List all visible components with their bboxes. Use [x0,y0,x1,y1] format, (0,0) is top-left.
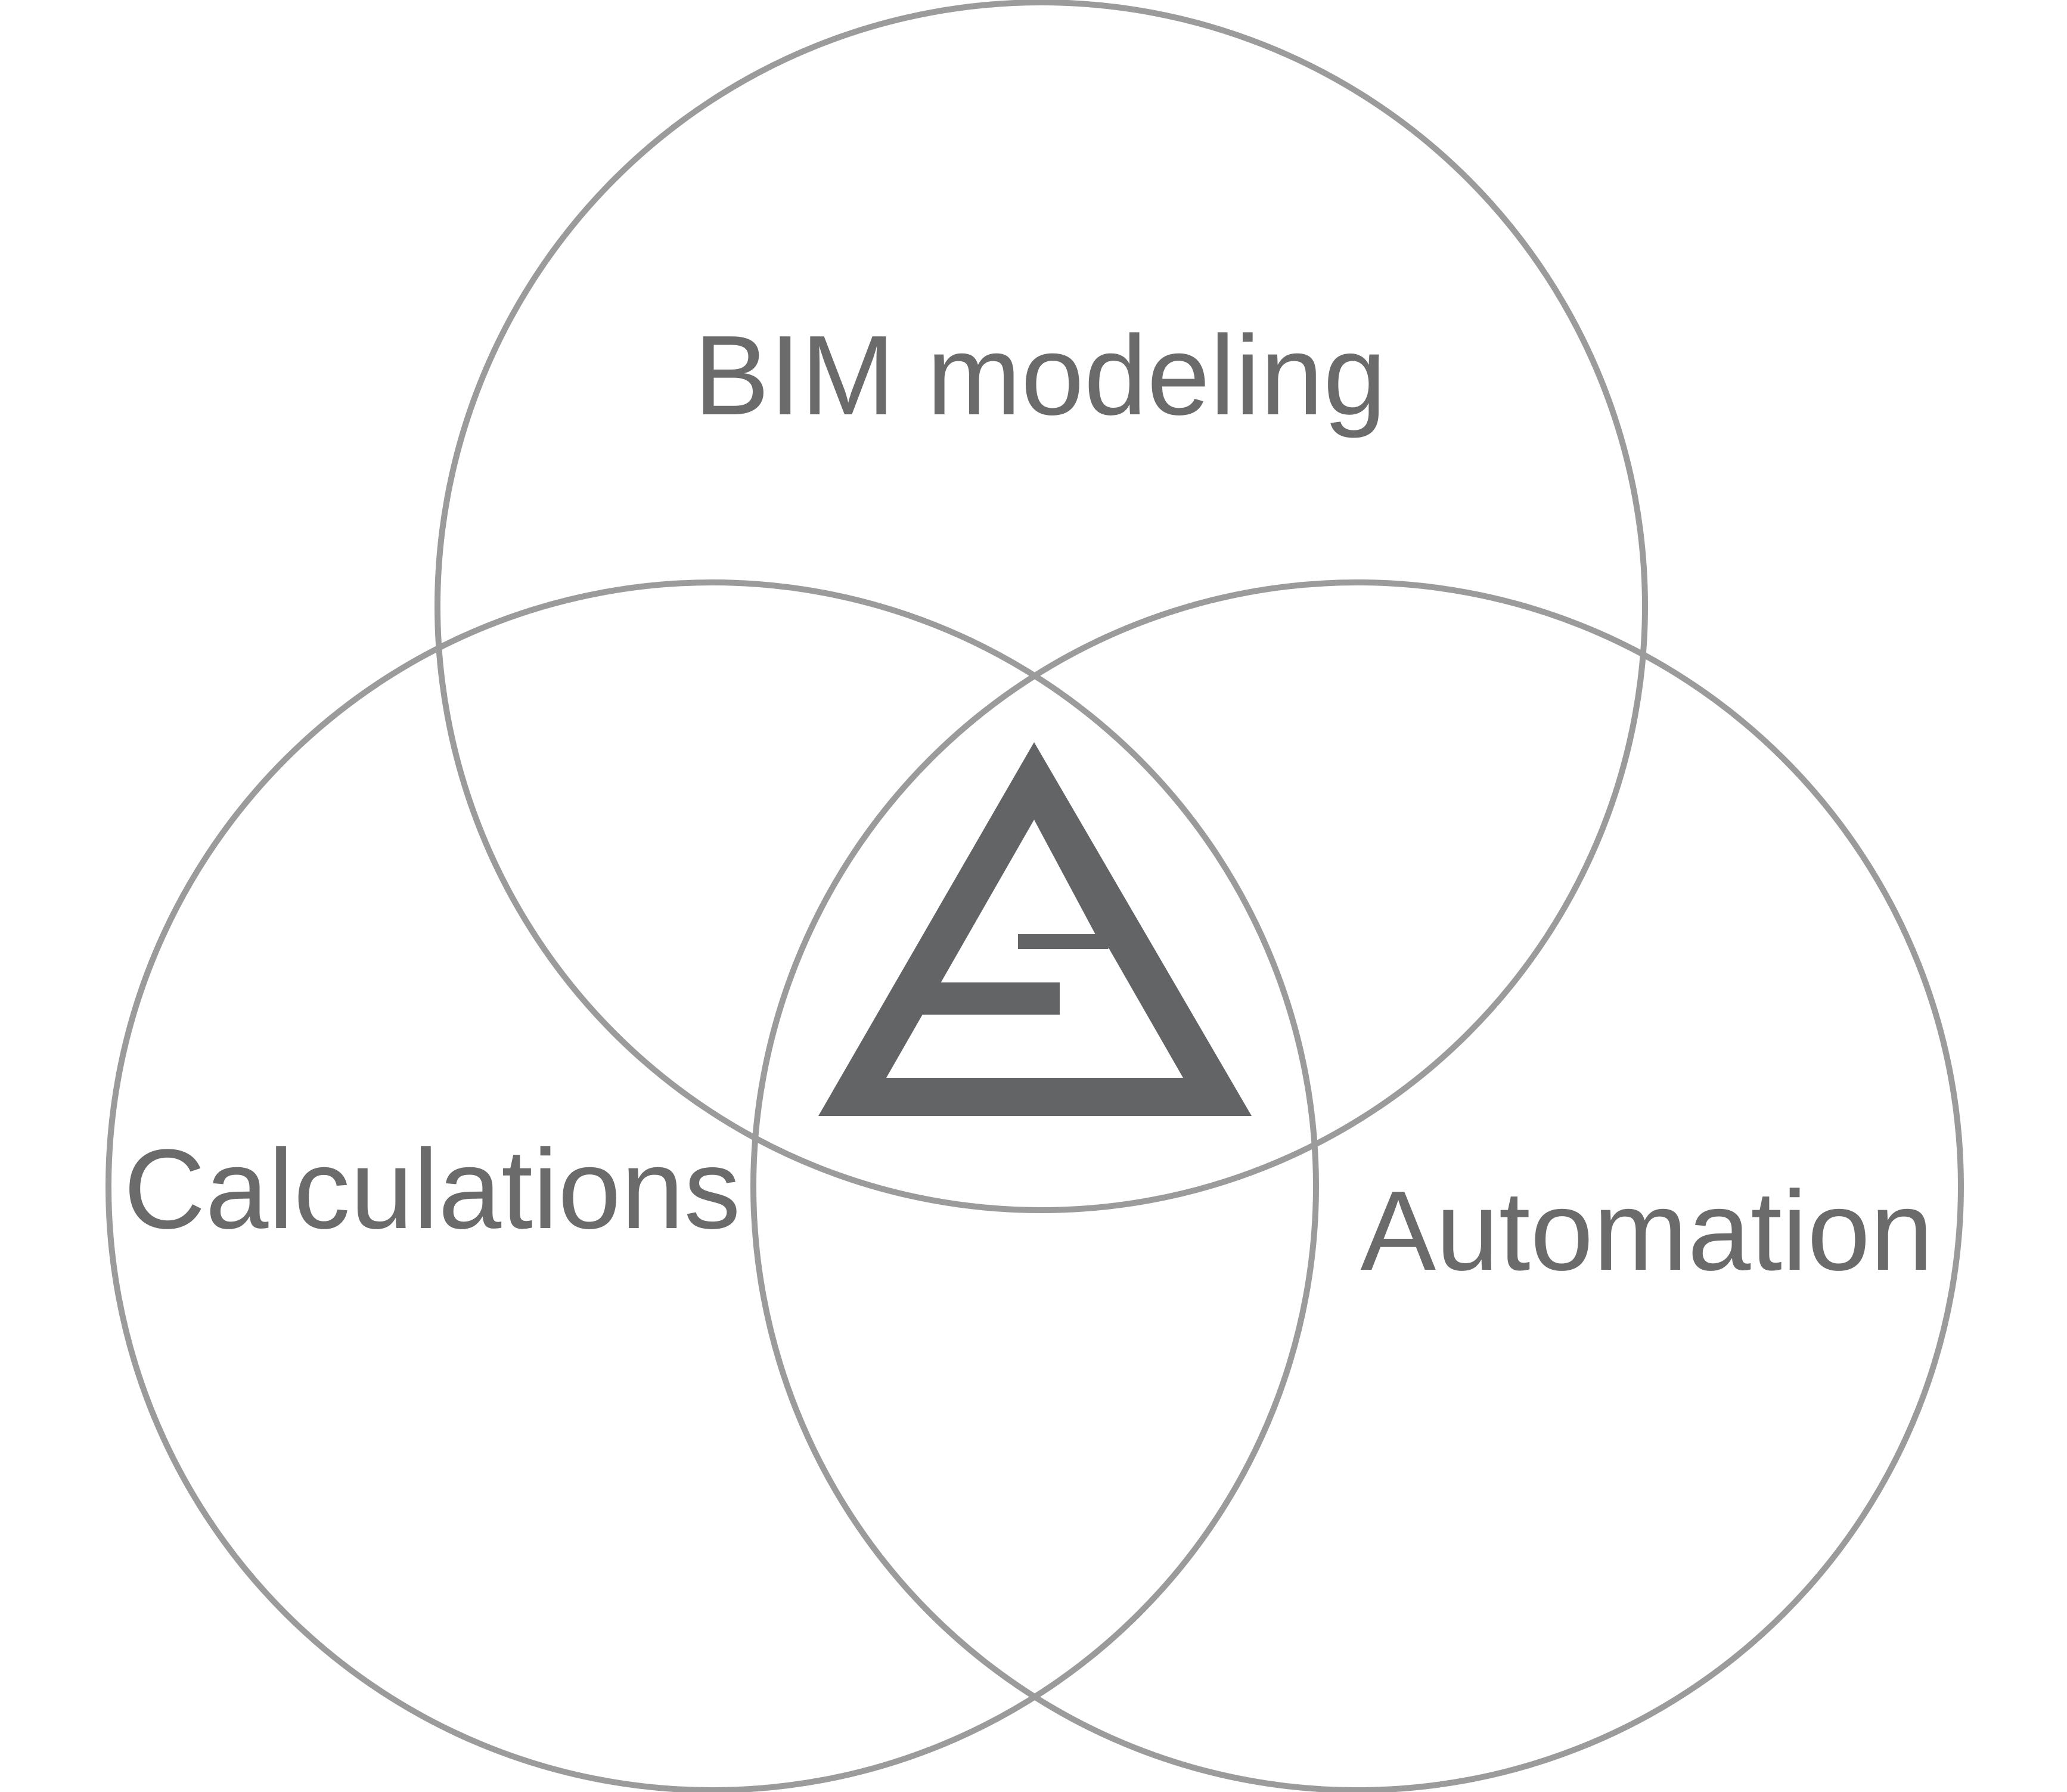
circle-bim-modeling [434,0,1648,1213]
logo-inner-bars [920,934,1109,1015]
circle-calculations [105,579,1319,1792]
label-automation: Automation [1360,1168,1933,1294]
label-bim-modeling: BIM modeling [694,312,1386,439]
label-calculations: Calculations [124,1126,741,1252]
logo-triangle-frame [818,742,1252,1116]
circle-automation [750,579,1964,1792]
triangle-logo-icon [818,742,1252,1116]
